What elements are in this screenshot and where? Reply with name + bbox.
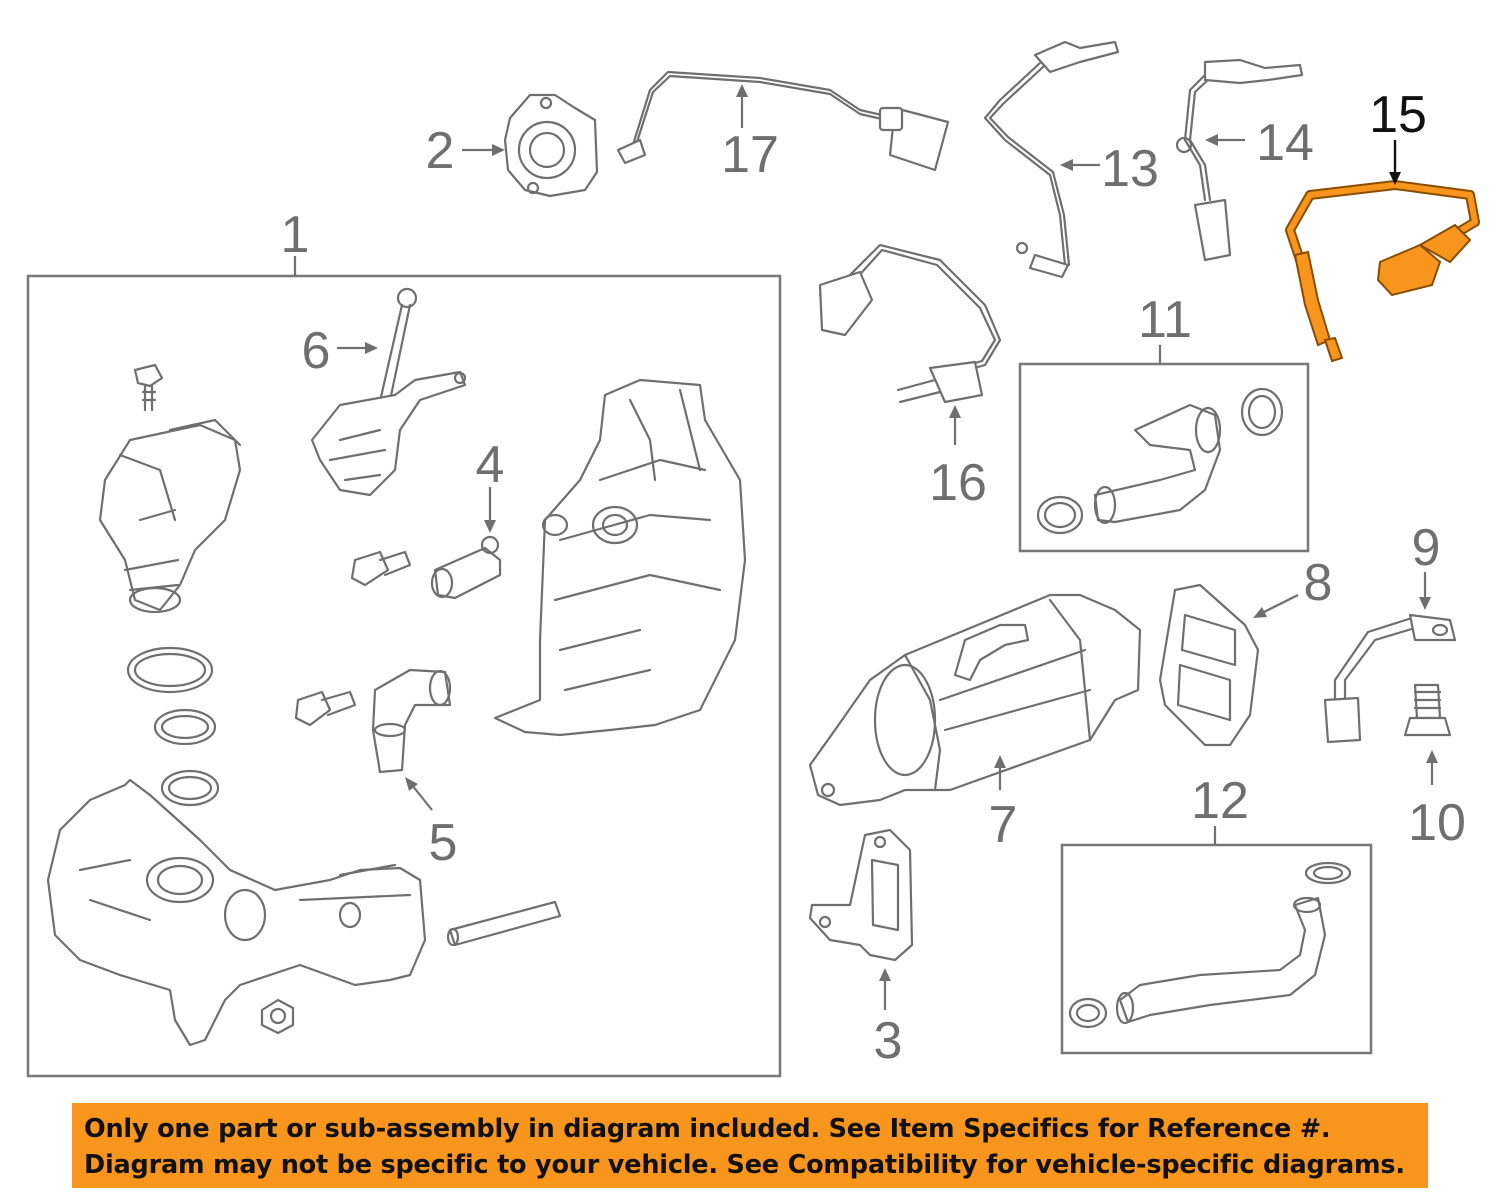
o-ring-part xyxy=(160,769,220,807)
hose-kit-part-12 xyxy=(1068,861,1352,1029)
callout-5: 5 xyxy=(429,814,458,872)
fitting-part-5 xyxy=(371,668,452,774)
gasket-part-2 xyxy=(503,93,599,198)
sensor-part-16 xyxy=(818,243,1002,404)
sensor-part-17 xyxy=(616,70,950,172)
bolt-part xyxy=(294,690,357,727)
sensor-part-4 xyxy=(430,535,502,600)
cooler-housing-part xyxy=(493,378,747,737)
o-ring-part xyxy=(126,646,214,694)
sensor-part-14 xyxy=(1175,58,1304,262)
callout-9: 9 xyxy=(1412,519,1441,577)
actuator-part-6 xyxy=(310,287,467,497)
gasket-part-8 xyxy=(1158,583,1260,747)
disclaimer-line-1: Only one part or sub-assembly in diagram… xyxy=(84,1114,1331,1144)
leader-lines xyxy=(337,84,1438,1010)
sensor-part-13 xyxy=(983,40,1120,279)
callout-16: 16 xyxy=(929,454,987,512)
disclaimer-banner: Only one part or sub-assembly in diagram… xyxy=(72,1103,1428,1188)
callout-2: 2 xyxy=(426,122,455,180)
cooler-part-7 xyxy=(808,593,1142,807)
egr-valve-part xyxy=(98,363,242,614)
callout-15: 15 xyxy=(1369,86,1427,144)
callout-11: 11 xyxy=(1138,291,1192,349)
callout-4: 4 xyxy=(476,436,505,494)
disclaimer-line-2: Diagram may not be specific to your vehi… xyxy=(84,1150,1405,1180)
callout-17: 17 xyxy=(721,126,779,184)
sensor-part-15-highlighted xyxy=(1285,180,1480,363)
o-ring-part xyxy=(153,708,217,746)
callout-3: 3 xyxy=(874,1012,903,1070)
callout-13: 13 xyxy=(1101,140,1159,198)
hose-kit-part-11 xyxy=(1036,387,1284,535)
gasket-part-3 xyxy=(808,828,914,962)
stud-part xyxy=(446,900,562,947)
assembly-11-frame xyxy=(1018,362,1310,553)
bolt-part xyxy=(350,550,412,587)
callout-8: 8 xyxy=(1304,554,1333,612)
egr-pipe-assembly-part xyxy=(46,778,427,1047)
pipe-part-9 xyxy=(1323,613,1457,744)
callout-14: 14 xyxy=(1256,114,1314,172)
nut-part xyxy=(260,998,295,1035)
assembly-1-frame xyxy=(26,274,782,1078)
assembly-12-frame xyxy=(1060,843,1373,1055)
callout-1: 1 xyxy=(281,206,310,264)
callout-10: 10 xyxy=(1408,794,1466,852)
callout-6: 6 xyxy=(302,322,331,380)
bolt-part-10 xyxy=(1403,683,1452,737)
leader-line-15 xyxy=(1389,140,1401,185)
callout-12: 12 xyxy=(1191,772,1249,830)
callout-7: 7 xyxy=(989,796,1018,854)
